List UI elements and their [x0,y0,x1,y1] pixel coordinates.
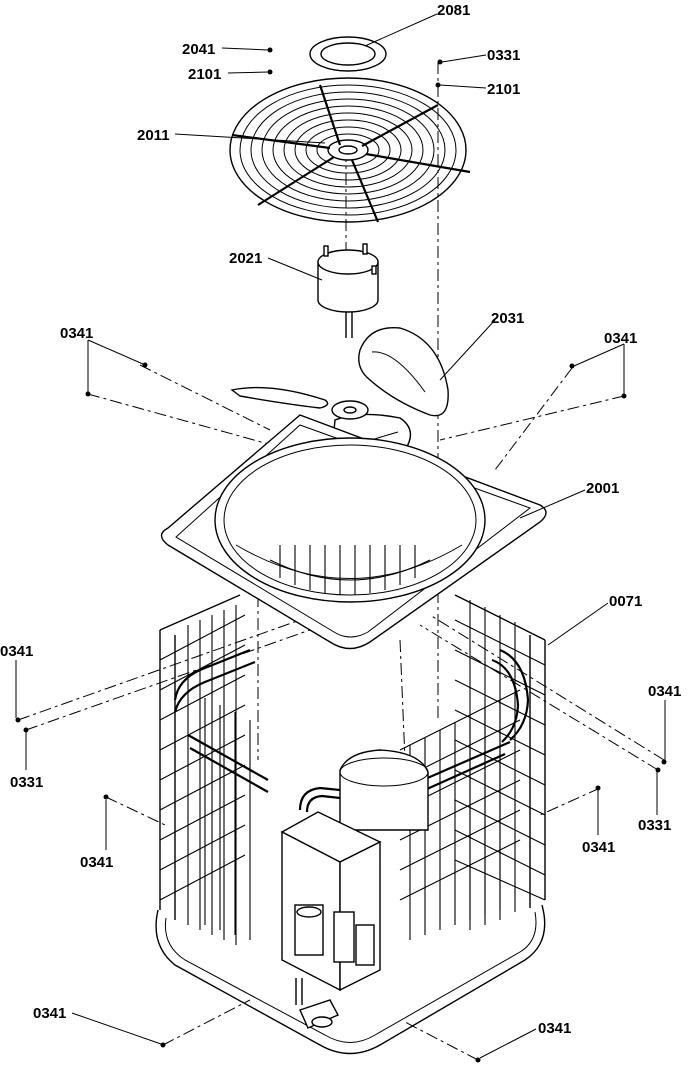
callout-labels: 2081 2041 2101 0331 2101 2011 2021 2031 … [0,2,681,1037]
control-box [280,811,382,1029]
callout-0331-left: 0331 [10,774,43,791]
callout-0341-mid-left: 0341 [0,643,33,660]
top-panel [160,414,547,650]
callout-2081: 2081 [437,2,470,19]
callout-2041: 2041 [182,41,215,58]
callout-2031: 2031 [491,310,524,327]
hardware-points [15,47,667,1063]
leader-lines [15,13,666,1059]
condenser-coil [159,594,546,945]
callout-2011: 2011 [137,127,170,144]
callout-0341-bottom-right: 0341 [538,1020,571,1037]
callout-0341-upper-left: 0341 [60,325,93,342]
fan-guard-grille [229,77,471,223]
callout-0331-top: 0331 [487,47,520,64]
callout-2101-left: 2101 [188,66,221,83]
callout-0341-lower-right: 0341 [582,839,615,856]
callout-0341-bottom-left: 0341 [33,1005,66,1022]
base-pan [155,904,546,1055]
callout-0071: 0071 [609,593,642,610]
callout-2021: 2021 [229,250,262,267]
callout-0341-mid-right: 0341 [648,683,681,700]
callout-0341-lower-left: 0341 [80,854,113,871]
callout-0341-upper-right: 0341 [604,330,637,347]
callout-0331-right: 0331 [638,817,671,834]
compressor [298,749,429,831]
fan-motor [317,243,379,338]
callout-2101-right: 2101 [487,81,520,98]
fan-guard-cap [309,36,387,72]
callout-2001: 2001 [586,480,619,497]
